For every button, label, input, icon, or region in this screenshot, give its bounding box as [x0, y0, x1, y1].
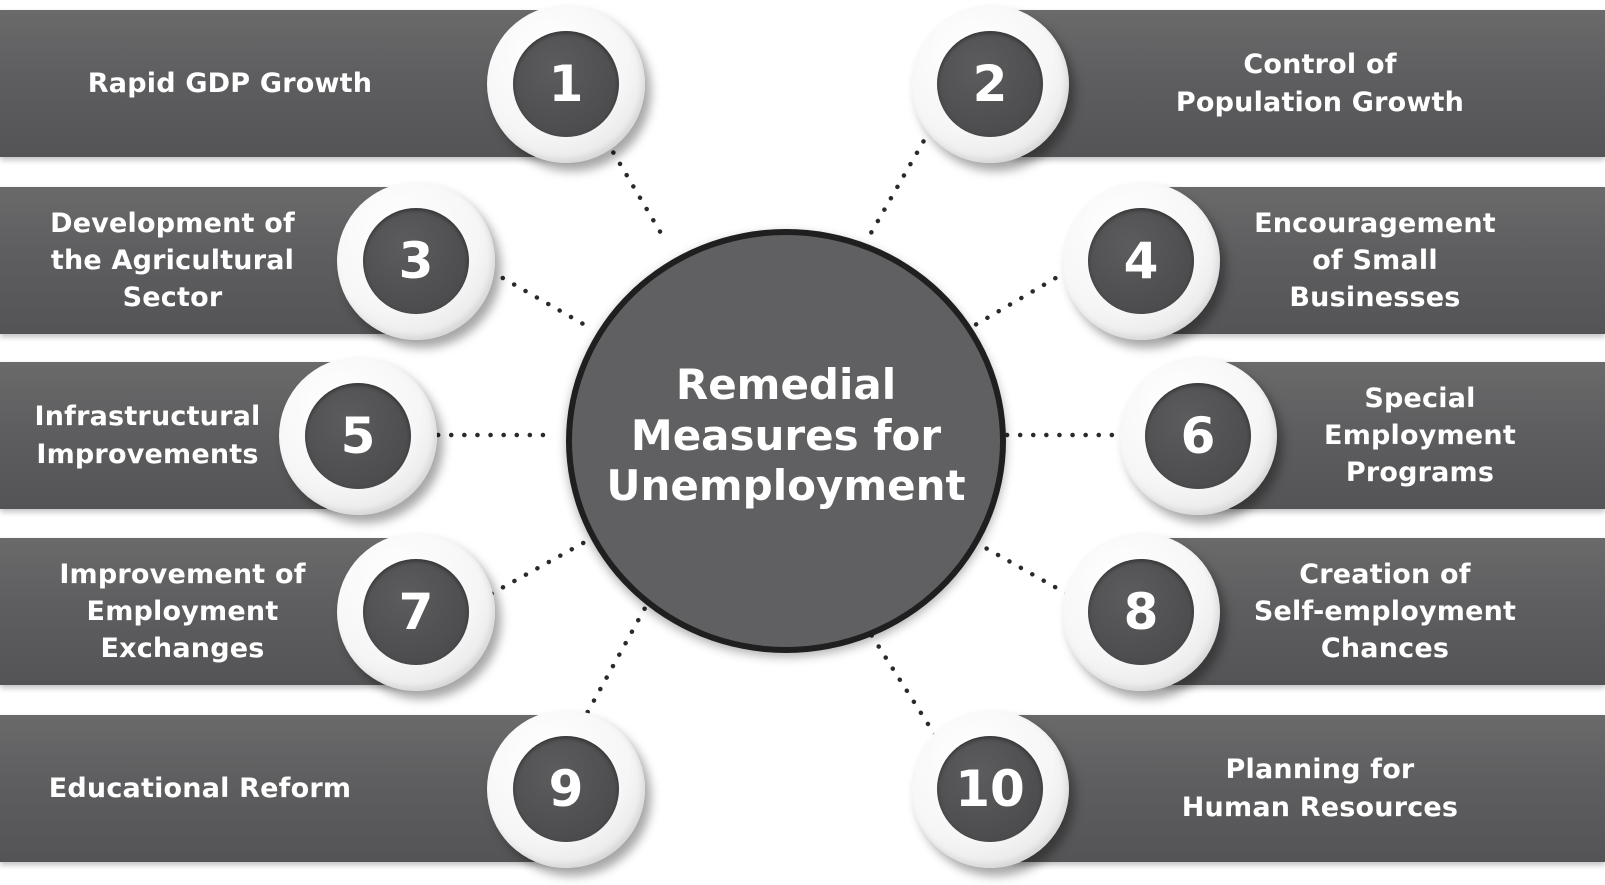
number-6: 6: [1180, 407, 1216, 465]
number-7: 7: [398, 583, 434, 641]
number-1: 1: [548, 55, 584, 113]
number-badge-10: 10: [911, 710, 1069, 868]
connector-2: [864, 127, 933, 243]
number-badge-8: 8: [1062, 533, 1220, 691]
measure-label-3: Development of the Agricultural Sector: [50, 207, 295, 314]
measure-label-7: Improvement of Employment Exchanges: [59, 558, 306, 665]
measure-band-4: Encouragement of Small Businesses: [1160, 187, 1605, 334]
number-5: 5: [340, 407, 376, 465]
measure-band-1: Rapid GDP Growth: [0, 10, 580, 157]
measure-label-4: Encouragement of Small Businesses: [1254, 207, 1496, 314]
number-badge-6: 6: [1119, 357, 1277, 515]
number-badge-5: 5: [279, 357, 437, 515]
measure-label-2: Control of Population Growth: [1175, 49, 1465, 118]
measure-label-10: Planning for Human Resources: [1181, 754, 1459, 823]
number-8: 8: [1123, 583, 1159, 641]
measure-band-10: Planning for Human Resources: [1010, 715, 1605, 862]
measure-label-5: Infrastructural Improvements: [34, 401, 261, 470]
measure-label-1: Rapid GDP Growth: [87, 67, 373, 99]
measure-label-6: Special Employment Programs: [1324, 382, 1516, 489]
center-circle: Remedial Measures for Unemployment: [566, 229, 1006, 653]
number-badge-2: 2: [911, 5, 1069, 163]
number-3: 3: [398, 232, 434, 290]
number-badge-1: 1: [487, 5, 645, 163]
number-9: 9: [548, 760, 584, 818]
connector-7: [477, 539, 588, 603]
measure-band-9: Educational Reform: [0, 715, 580, 862]
number-4: 4: [1123, 232, 1159, 290]
connector-3: [477, 262, 588, 328]
number-badge-3: 3: [337, 182, 495, 340]
number-2: 2: [972, 55, 1008, 113]
connector-10: [862, 622, 938, 738]
measure-band-8: Creation of Self-employment Chances: [1160, 538, 1605, 685]
number-badge-4: 4: [1062, 182, 1220, 340]
connector-1: [597, 127, 668, 243]
measure-band-2: Control of Population Growth: [1010, 10, 1605, 157]
number-badge-9: 9: [487, 710, 645, 868]
center-title: Remedial Measures for Unemployment: [606, 360, 966, 511]
measure-label-8: Creation of Self-employment Chances: [1253, 558, 1517, 665]
number-10: 10: [955, 760, 1025, 818]
number-badge-7: 7: [337, 533, 495, 691]
measure-band-7: Improvement of Employment Exchanges: [0, 538, 420, 685]
measure-label-9: Educational Reform: [48, 772, 352, 804]
